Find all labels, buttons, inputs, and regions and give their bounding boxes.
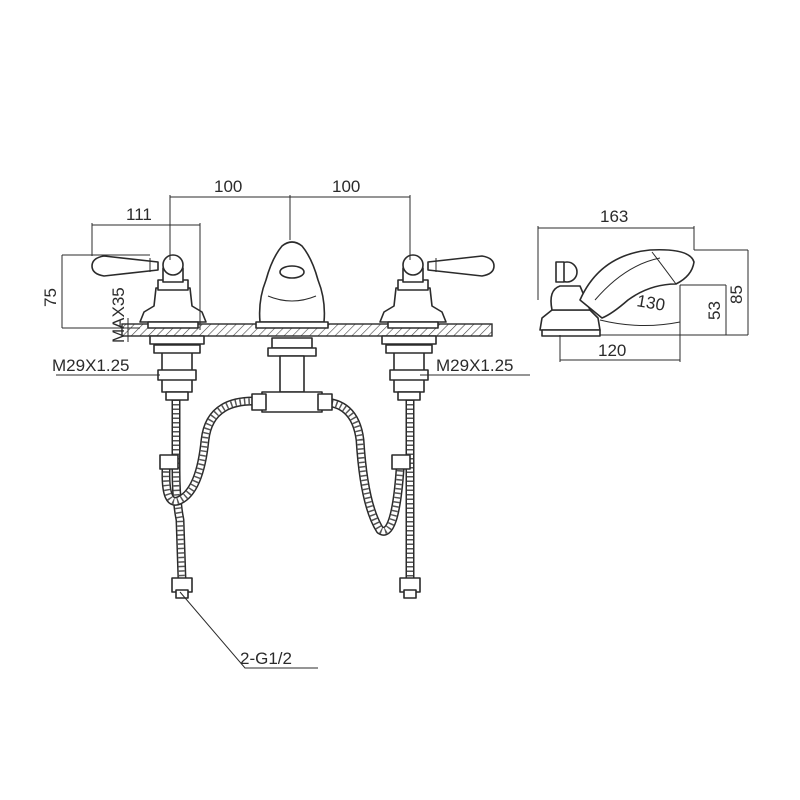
left-handle [91, 254, 207, 329]
thread-left-label: M29X1.25 [52, 356, 130, 375]
dim-total-height: 85 [727, 285, 746, 304]
right-handle [379, 254, 495, 329]
hose-connection-label: 2-G1/2 [240, 649, 292, 668]
front-view: 100 100 111 75 MAX35 M29X1.25 M29X1.25 2… [41, 177, 530, 669]
right-valve [381, 335, 437, 599]
flexible-hoses [161, 390, 415, 585]
dim-height: 75 [41, 288, 60, 307]
dim-spout-radius: 130 [635, 291, 666, 315]
dim-reach: 120 [598, 341, 626, 360]
thread-right-label: M29X1.25 [436, 356, 514, 375]
dim-max-deck: MAX35 [109, 287, 128, 343]
side-dimension-lines [537, 226, 749, 362]
dim-handle-span: 111 [126, 205, 152, 224]
side-view: 163 120 130 53 85 [537, 207, 749, 362]
dim-center-right: 100 [332, 177, 360, 196]
dim-center-left: 100 [214, 177, 242, 196]
dim-length: 163 [600, 207, 628, 226]
dim-spout-height: 53 [705, 301, 724, 320]
center-spout [251, 241, 333, 413]
front-dimension-lines [56, 195, 530, 669]
side-faucet [539, 248, 695, 337]
